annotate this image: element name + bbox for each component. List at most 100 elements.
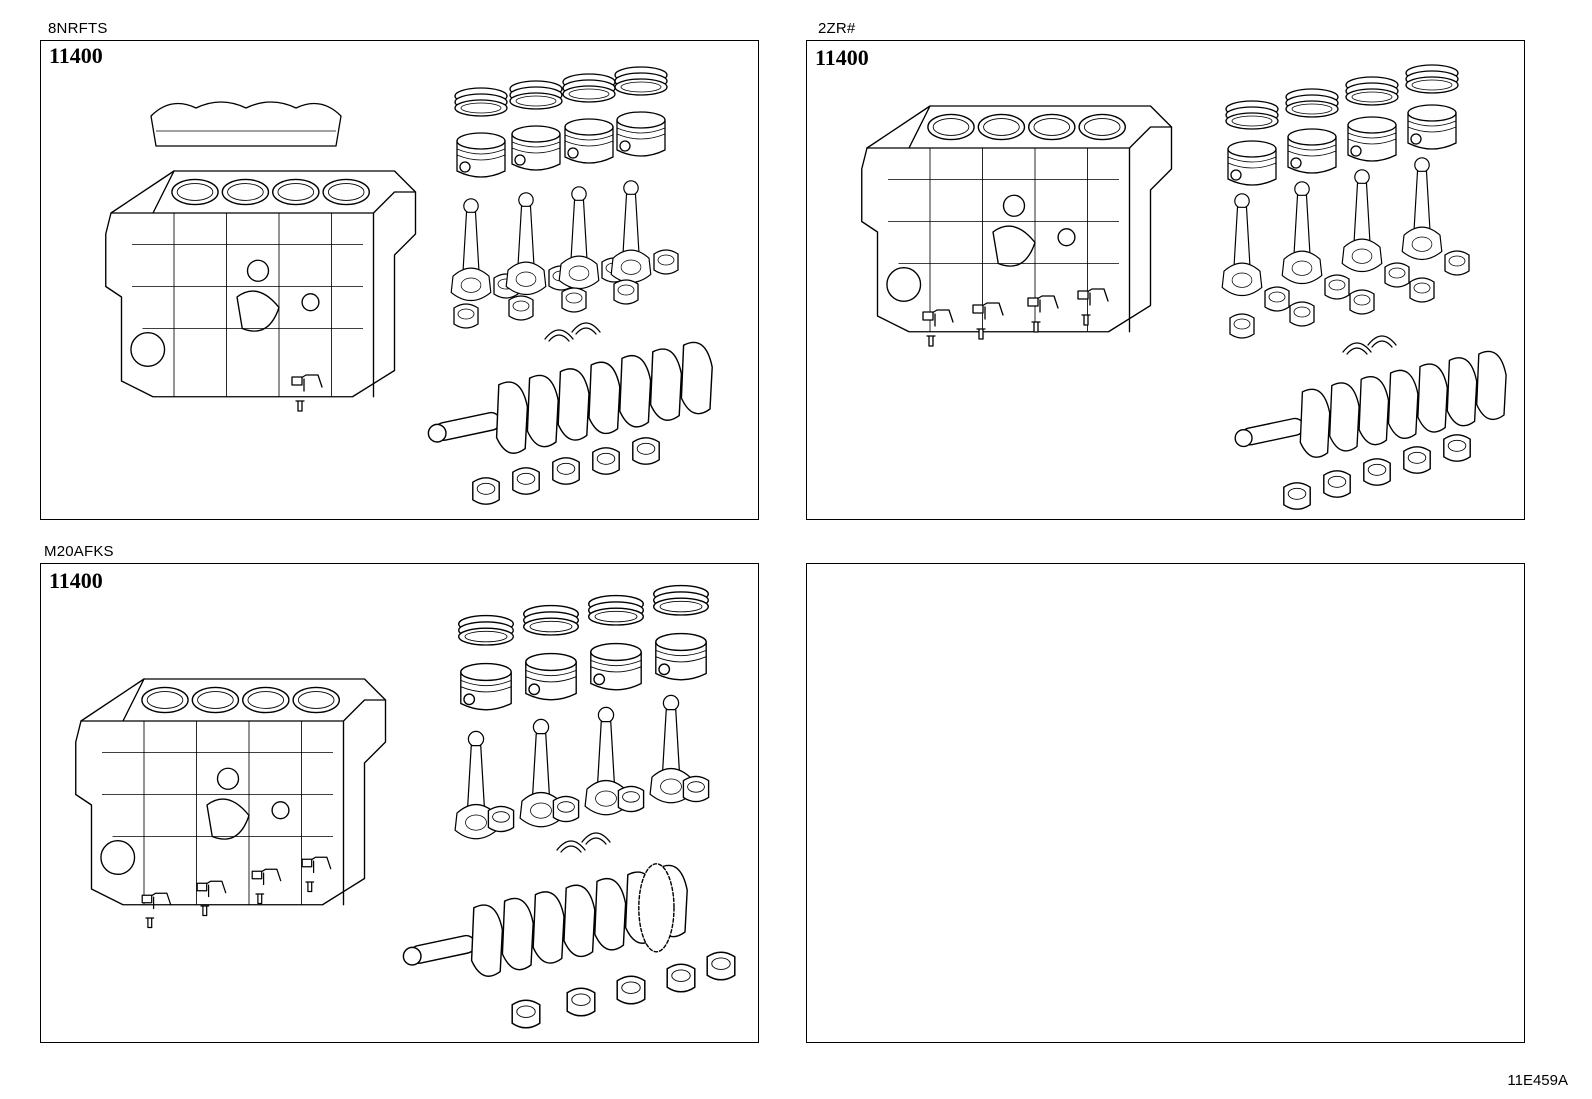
bearing-shell: [632, 437, 660, 465]
bearing-shell: [613, 279, 639, 305]
cylinder-block-illustration: [861, 64, 1507, 510]
bearing-shell: [1444, 250, 1470, 276]
connecting-rod: [610, 180, 652, 284]
piston: [511, 125, 561, 171]
thrust-washer: [1367, 335, 1397, 348]
oil-jet: [972, 302, 1004, 340]
diagram-panel-2zr: 11400: [806, 40, 1525, 520]
cylinder-block-illustration: [75, 584, 736, 1029]
bearing-shell: [682, 775, 710, 803]
diagram-panel-8nrfts: 11400: [40, 40, 759, 520]
bearing-shell: [1229, 313, 1255, 339]
connecting-rod: [1401, 157, 1443, 261]
bearing-shell: [512, 467, 540, 495]
cylinder-block-illustration: [105, 66, 713, 505]
bearing-shell: [1363, 458, 1391, 486]
diagram-panel-m20afks: 11400: [40, 563, 759, 1043]
thrust-washer: [571, 322, 601, 335]
bearing-shell: [508, 295, 534, 321]
piston: [655, 632, 707, 681]
bearing-shell: [453, 303, 479, 329]
engine-label-8nrfts: 8NRFTS: [48, 20, 108, 37]
connecting-rod: [519, 718, 563, 828]
bearing-shell: [561, 287, 587, 313]
thrust-washer: [556, 840, 586, 853]
oil-jet: [1027, 295, 1059, 333]
piston-rings: [458, 614, 514, 646]
piston-rings: [1285, 88, 1339, 118]
bearing-shell: [592, 447, 620, 475]
piston: [1227, 140, 1277, 186]
oil-jet: [1077, 288, 1109, 326]
piston: [460, 662, 512, 711]
block-insert: [150, 101, 342, 147]
cylinder-block: [105, 170, 417, 398]
oil-jet: [196, 880, 227, 917]
diagram-panel-empty: [806, 563, 1525, 1043]
engine-label-m20afks: M20AFKS: [44, 543, 114, 560]
piston-rings: [523, 604, 579, 636]
bearing-shell: [487, 805, 515, 833]
piston-rings: [588, 594, 644, 626]
oil-jet: [141, 892, 172, 929]
piston-rings: [614, 66, 668, 96]
bearing-shell: [653, 249, 679, 275]
oil-jet: [922, 309, 954, 347]
oil-jet: [251, 868, 282, 905]
piston-rings: [454, 87, 508, 117]
connecting-rod: [558, 186, 600, 290]
bearing-shell: [706, 951, 736, 981]
connecting-rod: [1281, 181, 1323, 285]
bearing-shell: [511, 999, 541, 1029]
bearing-shell: [1349, 289, 1375, 315]
piston: [456, 132, 506, 178]
bearing-shell: [472, 477, 500, 505]
thrust-washer: [581, 832, 611, 845]
connecting-rod: [454, 730, 498, 840]
oil-jet: [301, 856, 332, 893]
connecting-rod: [505, 192, 547, 296]
part-number-label[interactable]: 11400: [815, 45, 869, 70]
bearing-shell: [552, 795, 580, 823]
bearing-shell: [1289, 301, 1315, 327]
crankshaft: [402, 863, 688, 977]
connecting-rod: [450, 198, 492, 302]
bearing-shell: [1264, 286, 1290, 312]
figure-code: 11E459A: [1507, 1072, 1568, 1089]
engine-label-2zr: 2ZR#: [818, 20, 856, 37]
piston-rings: [1345, 76, 1399, 106]
bearing-shell: [617, 785, 645, 813]
piston: [590, 642, 642, 691]
bearing-shell: [1403, 446, 1431, 474]
thrust-washer: [544, 329, 574, 342]
bearing-shell: [1443, 434, 1471, 462]
bearing-shell: [666, 963, 696, 993]
piston-rings: [653, 584, 709, 616]
crankshaft: [427, 341, 713, 454]
piston: [1287, 128, 1337, 174]
cylinder-block: [75, 678, 387, 906]
connecting-rod: [1221, 193, 1263, 297]
part-number-label[interactable]: 11400: [49, 568, 103, 593]
cylinder-block: [861, 105, 1173, 333]
bearing-shell: [566, 987, 596, 1017]
bearing-shell: [1324, 274, 1350, 300]
bearing-shell: [1323, 470, 1351, 498]
crankshaft: [1234, 350, 1507, 458]
piston: [616, 111, 666, 157]
piston: [1347, 116, 1397, 162]
piston: [1407, 104, 1457, 150]
piston: [525, 652, 577, 701]
bearing-shell: [1409, 277, 1435, 303]
connecting-rod: [1341, 169, 1383, 273]
bearing-shell: [1283, 482, 1311, 510]
piston: [564, 118, 614, 164]
oil-jet: [291, 374, 323, 412]
thrust-washer: [1342, 342, 1372, 355]
piston-rings: [1405, 64, 1459, 94]
bearing-shell: [616, 975, 646, 1005]
bearing-shell: [552, 457, 580, 485]
bearing-shell: [1384, 262, 1410, 288]
part-number-label[interactable]: 11400: [49, 43, 103, 68]
connecting-rod: [649, 694, 693, 804]
